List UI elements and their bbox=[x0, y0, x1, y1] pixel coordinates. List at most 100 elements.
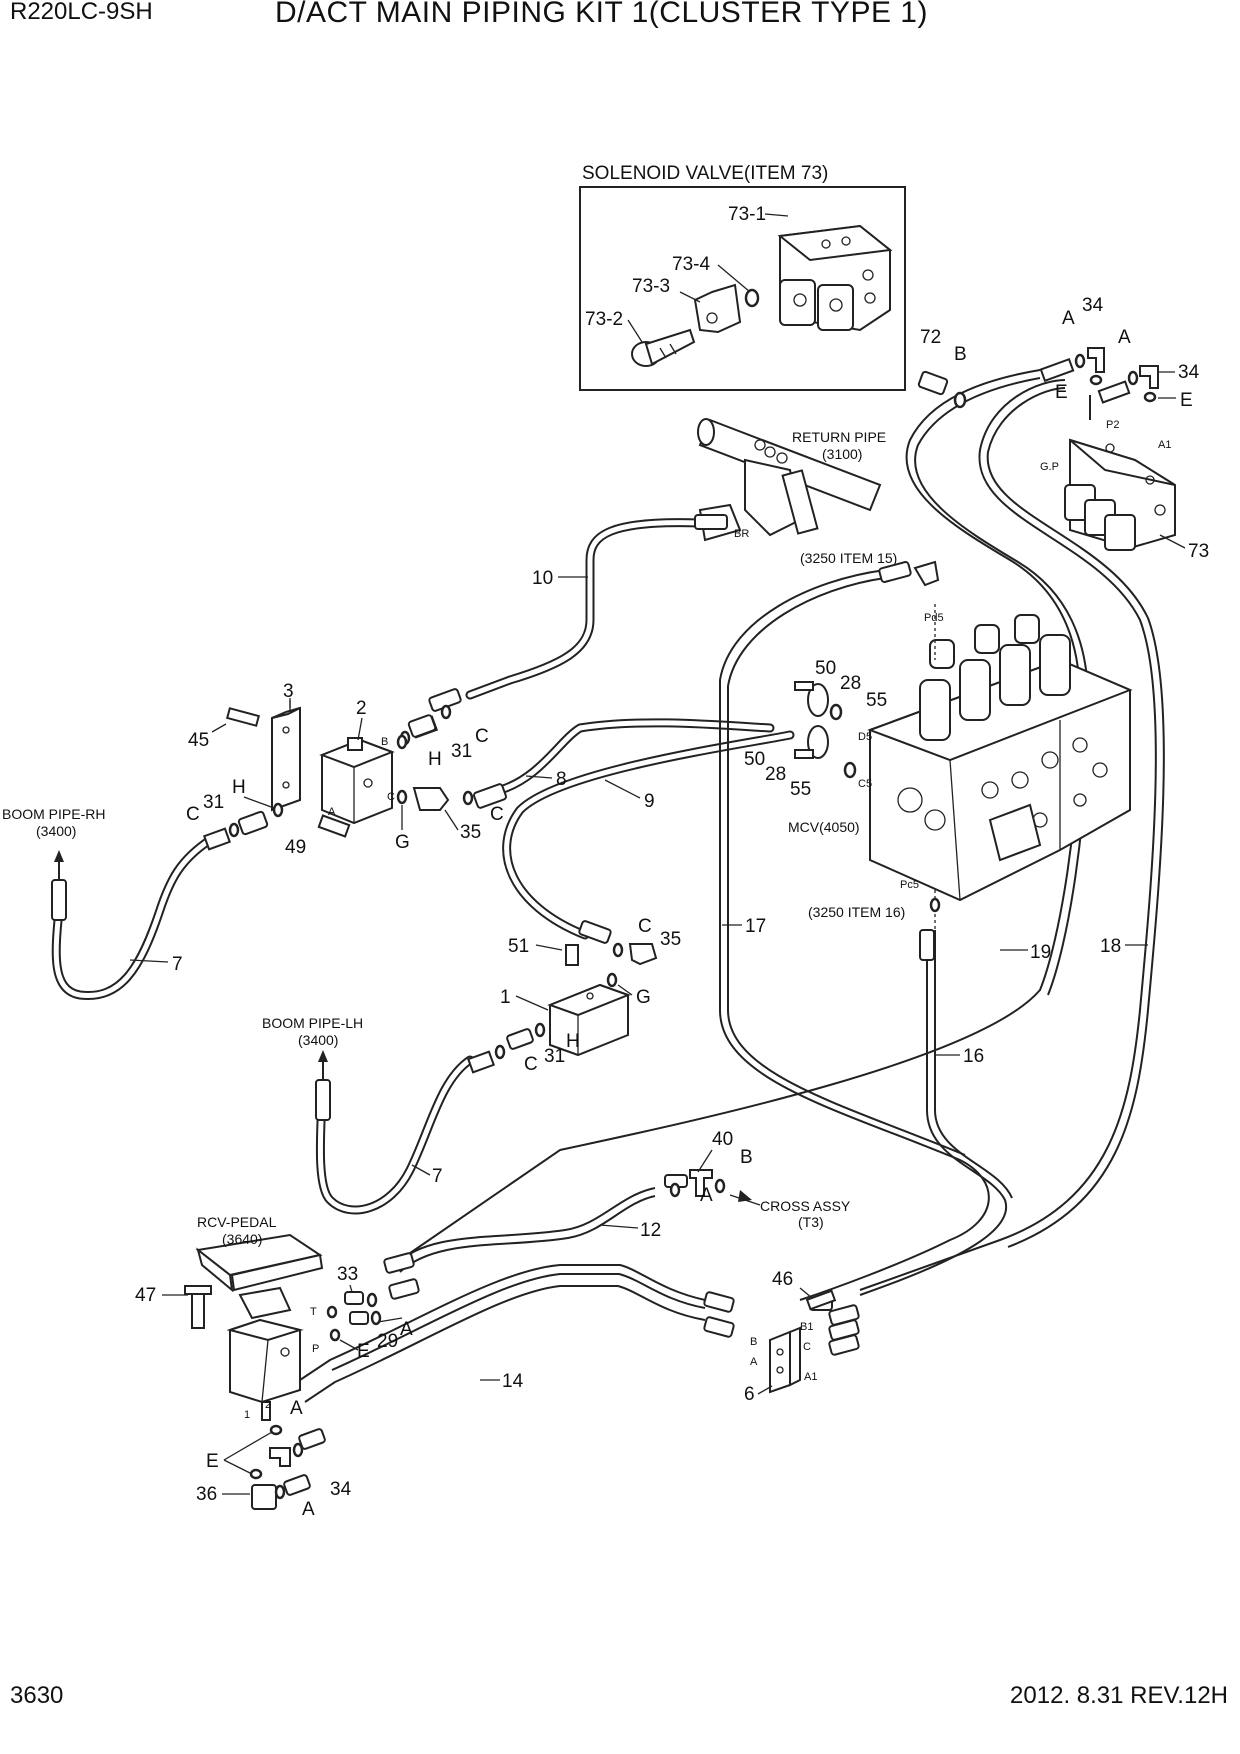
callout-b-top: B bbox=[954, 344, 967, 365]
inset-title: SOLENOID VALVE(ITEM 73) bbox=[582, 163, 828, 184]
callout-e-ped: E bbox=[357, 1341, 370, 1362]
callout-45: 45 bbox=[188, 730, 209, 751]
inset-valve-block bbox=[777, 224, 893, 332]
callout-73-2: 73-2 bbox=[585, 309, 623, 330]
callout-2: 2 bbox=[356, 698, 367, 719]
boom-pipe-lh-ref: (3400) bbox=[298, 1032, 338, 1048]
callout-28-b: 28 bbox=[765, 764, 786, 785]
callout-49: 49 bbox=[285, 837, 306, 858]
callout-1: 1 bbox=[500, 987, 511, 1008]
callout-29: 29 bbox=[377, 1331, 398, 1352]
callout-c-a: C bbox=[186, 804, 200, 825]
callout-19: 19 bbox=[1030, 942, 1051, 963]
port-p: P bbox=[312, 1343, 319, 1355]
solenoid-valve-inset: SOLENOID VALVE(ITEM 73) 73-1 73-4 73-3 bbox=[579, 163, 906, 391]
fitting-72 bbox=[917, 370, 949, 396]
rcv-pedal-label: RCV-PEDAL bbox=[197, 1214, 277, 1230]
block-1 bbox=[547, 983, 631, 1057]
callout-55-a: 55 bbox=[866, 690, 887, 711]
cross-assy-label: CROSS ASSY bbox=[760, 1198, 851, 1214]
return-pipe-label: RETURN PIPE bbox=[792, 429, 886, 445]
port-c: C bbox=[387, 791, 395, 803]
valve-6: B A B1 C A1 bbox=[750, 1321, 817, 1394]
callout-73-3: 73-3 bbox=[632, 276, 670, 297]
port-c-6: C bbox=[803, 1341, 811, 1353]
callout-35-a: 35 bbox=[460, 822, 481, 843]
port-2: 2 bbox=[265, 1399, 271, 1411]
callout-50-b: 50 bbox=[744, 749, 765, 770]
port-c5: C5 bbox=[858, 778, 872, 790]
top-fittings: 72 B A 34 E A 34 E bbox=[917, 295, 1200, 411]
callout-c-d: C bbox=[638, 916, 652, 937]
rcv-pedal-ref: (3640) bbox=[222, 1231, 262, 1247]
callout-7-b: 7 bbox=[432, 1166, 443, 1187]
callout-8: 8 bbox=[556, 769, 567, 790]
callout-47: 47 bbox=[135, 1285, 156, 1306]
callout-e-top2: E bbox=[1180, 390, 1193, 411]
callout-28-a: 28 bbox=[840, 673, 861, 694]
callout-14: 14 bbox=[502, 1371, 524, 1392]
callout-e-top1: E bbox=[1055, 382, 1068, 403]
port-t: T bbox=[310, 1306, 317, 1318]
callout-31-b: 31 bbox=[451, 741, 472, 762]
solenoid-valve-73: P2 A1 G.P 73 bbox=[1040, 419, 1209, 562]
note-item-16: (3250 ITEM 16) bbox=[808, 904, 905, 920]
callout-3: 3 bbox=[283, 681, 294, 702]
callout-7-a: 7 bbox=[172, 954, 183, 975]
callout-b-mid: B bbox=[740, 1147, 753, 1168]
callout-31-a: 31 bbox=[203, 792, 224, 813]
callout-c-c: C bbox=[490, 804, 504, 825]
callout-73: 73 bbox=[1188, 541, 1209, 562]
port-gp: G.P bbox=[1040, 461, 1059, 473]
callout-55-b: 55 bbox=[790, 779, 811, 800]
note-item-15: (3250 ITEM 15) bbox=[800, 550, 897, 566]
callout-50-a: 50 bbox=[815, 658, 836, 679]
callout-c-e: C bbox=[524, 1054, 538, 1075]
callout-6: 6 bbox=[744, 1384, 755, 1405]
callout-31-c: 31 bbox=[544, 1046, 565, 1067]
port-a1: A1 bbox=[1158, 439, 1171, 451]
model-number: R220LC-9SH bbox=[10, 0, 153, 25]
revision-date: 2012. 8.31 REV.12H bbox=[1010, 1682, 1228, 1709]
callout-34-low: 34 bbox=[330, 1479, 352, 1500]
callout-e-low: E bbox=[206, 1451, 219, 1472]
callout-16: 16 bbox=[963, 1046, 984, 1067]
callout-36: 36 bbox=[196, 1484, 217, 1505]
inset-adapter bbox=[693, 283, 742, 334]
port-a: A bbox=[328, 806, 336, 818]
port-a-6: A bbox=[750, 1356, 758, 1368]
callout-9: 9 bbox=[644, 791, 655, 812]
inset-frame bbox=[579, 186, 906, 391]
page-title: D/ACT MAIN PIPING KIT 1(CLUSTER TYPE 1) bbox=[275, 0, 928, 29]
port-br: BR bbox=[734, 528, 749, 540]
callout-g-a: G bbox=[395, 832, 410, 853]
port-p2: P2 bbox=[1106, 419, 1119, 431]
mcv-label: MCV(4050) bbox=[788, 819, 860, 835]
callout-18: 18 bbox=[1100, 936, 1121, 957]
callout-a-ped: A bbox=[400, 1319, 413, 1340]
inset-o-ring bbox=[744, 288, 760, 308]
callout-72: 72 bbox=[920, 327, 941, 348]
callout-a-low1: A bbox=[290, 1398, 303, 1419]
callout-73-4: 73-4 bbox=[672, 254, 710, 275]
callout-10: 10 bbox=[532, 568, 553, 589]
rcv-pedal: RCV-PEDAL (3640) T P 1 2 bbox=[195, 1214, 324, 1421]
callout-c-b: C bbox=[475, 726, 489, 747]
callout-a-top1: A bbox=[1062, 308, 1075, 329]
fittings-and-o-rings: CROSS ASSY (T3) bbox=[51, 514, 941, 1510]
page-number: 3630 bbox=[10, 1682, 64, 1709]
callout-35-b: 35 bbox=[660, 929, 681, 950]
callout-33: 33 bbox=[337, 1264, 358, 1285]
callout-40: 40 bbox=[712, 1129, 733, 1150]
inset-plug bbox=[631, 328, 696, 367]
port-pc5: Pc5 bbox=[900, 879, 919, 891]
callout-a-mid: A bbox=[700, 1185, 713, 1206]
port-b1: B1 bbox=[800, 1321, 813, 1333]
callout-73-1: 73-1 bbox=[728, 204, 766, 225]
callout-h-b: H bbox=[428, 749, 442, 770]
callout-46: 46 bbox=[772, 1269, 793, 1290]
callout-h-c: H bbox=[566, 1031, 580, 1052]
boom-pipe-lh-label: BOOM PIPE-LH bbox=[262, 1015, 363, 1031]
callout-h-a: H bbox=[232, 777, 246, 798]
